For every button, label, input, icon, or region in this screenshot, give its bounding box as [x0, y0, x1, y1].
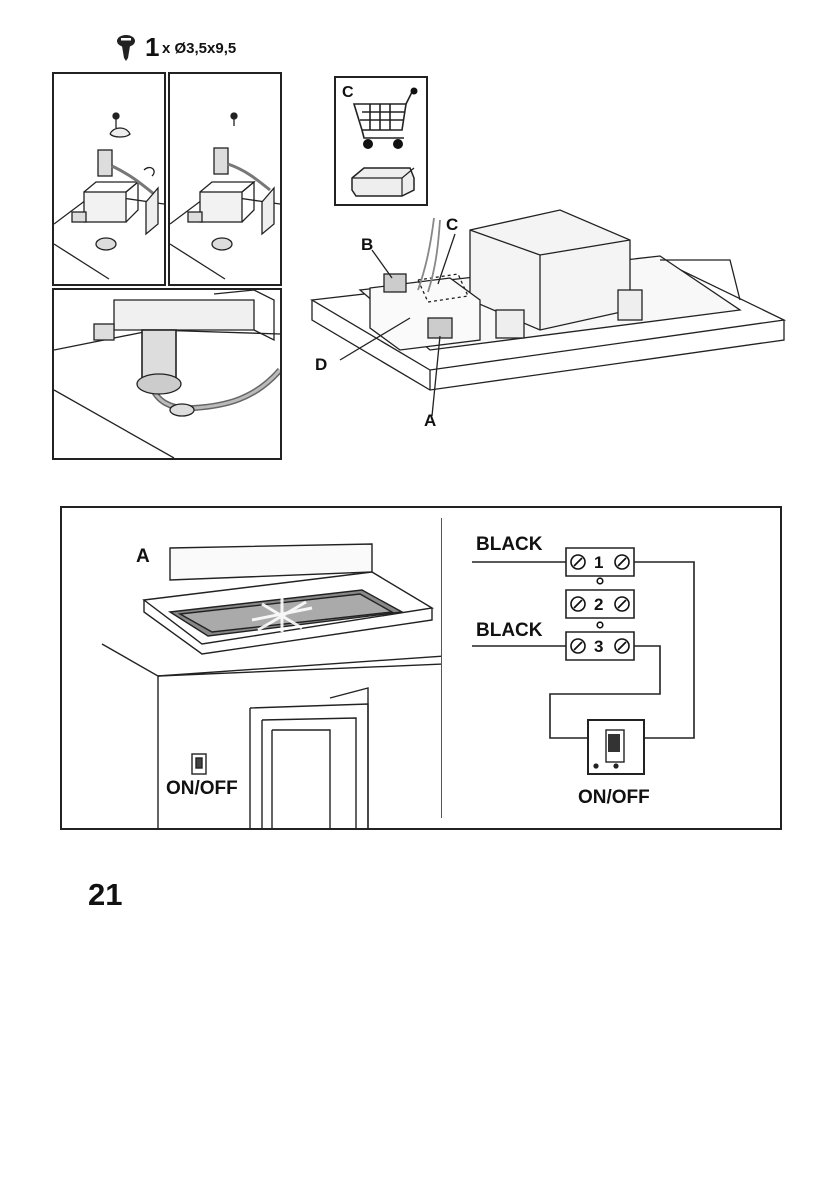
wire-2-label: BLACK	[476, 620, 543, 642]
screw-size: x Ø3,5x9,5	[162, 40, 236, 57]
room-drawing	[62, 508, 442, 830]
terminal-1: 1	[594, 553, 603, 573]
terminal-2: 2	[594, 595, 603, 615]
wiring-panel: A ON/OFF BLACK	[60, 506, 782, 830]
wire-1-label: BLACK	[476, 534, 543, 556]
label-c: C	[446, 215, 458, 235]
terminal-3: 3	[594, 637, 603, 657]
shopping-cart-icon	[352, 86, 422, 152]
label-d: D	[315, 355, 327, 375]
page-number: 21	[88, 877, 122, 913]
screw-spec: 1 x Ø3,5x9,5	[114, 30, 274, 66]
installation-drawing: B C D A	[300, 200, 800, 440]
hood-label-a: A	[136, 546, 150, 568]
legend-box: C	[334, 76, 428, 206]
screw-quantity: 1	[145, 32, 159, 63]
diagram-switch-label: ON/OFF	[578, 787, 650, 809]
step-panel-3	[52, 288, 282, 460]
step-panel-1	[52, 72, 166, 286]
wiring-diagram	[442, 508, 782, 830]
label-a: A	[424, 411, 436, 431]
light-diffuser-part	[348, 164, 418, 200]
screw-icon	[114, 34, 138, 62]
step-panel-2	[168, 72, 282, 286]
room-switch-label: ON/OFF	[166, 778, 238, 800]
label-b: B	[361, 235, 373, 255]
